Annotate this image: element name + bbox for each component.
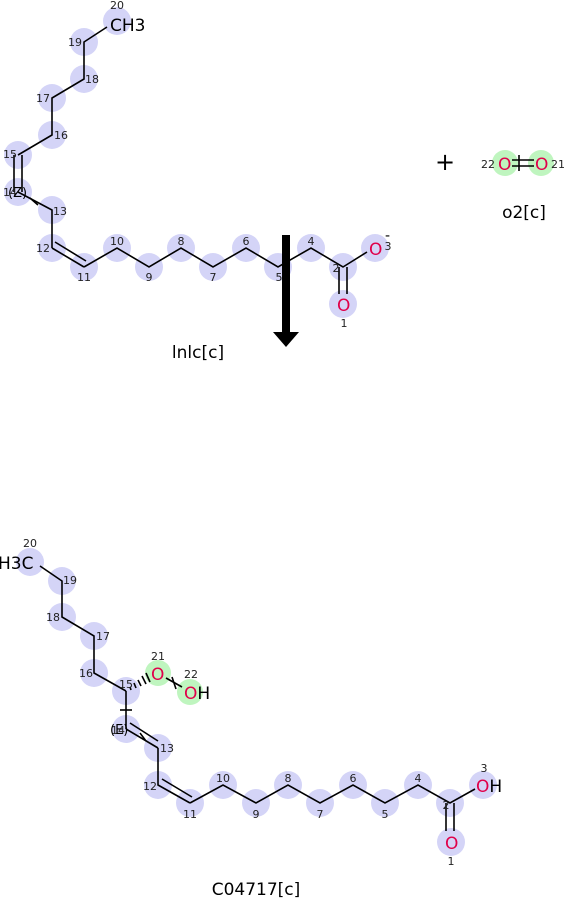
- atom-number: 6: [243, 235, 250, 248]
- atom-number: 17: [96, 630, 110, 643]
- atom-number: 20: [110, 0, 124, 12]
- atom-number: 10: [216, 772, 230, 785]
- atom-number: 3: [385, 240, 392, 253]
- atom-number: 18: [46, 611, 60, 624]
- atom-number: 5: [382, 808, 389, 821]
- atom-number: 1: [341, 317, 348, 330]
- oxygen-atom-label: O: [535, 155, 548, 175]
- atom-number: 6: [350, 772, 357, 785]
- atom-number: 11: [183, 808, 197, 821]
- atom-number: 17: [36, 92, 50, 105]
- atom-highlights: [4, 7, 389, 318]
- atom-number: 3: [481, 762, 488, 775]
- molecule-name: C04717[c]: [212, 880, 301, 899]
- atom-number: 2: [443, 799, 450, 812]
- atom-number: 12: [143, 780, 157, 793]
- atom-number: 7: [210, 271, 217, 284]
- atom-number: 9: [253, 808, 260, 821]
- atom-numbers: 20 19 18 17 16 15 21 22 14 13 12 11 10 9…: [23, 537, 488, 868]
- atom-number: 12: [36, 242, 50, 255]
- atom-number: 5: [276, 271, 283, 284]
- product-c04717: 20 19 18 17 16 15 21 22 14 13 12 11 10 9…: [0, 537, 502, 899]
- atom-number: 15: [119, 678, 133, 691]
- atom-number: 21: [151, 650, 165, 663]
- oxygen-atom-label: O: [369, 240, 382, 260]
- oxygen-atom-label: O: [151, 665, 164, 685]
- stereo-descriptor: (E): [110, 723, 128, 738]
- atom-number: 22: [481, 158, 495, 171]
- bonds: [13, 26, 368, 294]
- reactant-o2: O O 22 21 o2[c]: [481, 150, 565, 223]
- molecule-name: lnlc[c]: [172, 343, 224, 363]
- atom-number: 21: [551, 158, 565, 171]
- stereo-descriptor: (Z): [8, 186, 27, 201]
- negative-charge: -: [385, 228, 390, 244]
- atom-number: 18: [85, 73, 99, 86]
- reaction-arrow: [273, 235, 299, 347]
- plus-sign: +: [435, 148, 455, 176]
- atom-number: 8: [178, 235, 185, 248]
- bonds: [39, 565, 476, 831]
- atom-number: 13: [160, 742, 174, 755]
- atom-number: 1: [448, 855, 455, 868]
- atom-number: 19: [68, 36, 82, 49]
- methyl-group-label: H3C: [0, 554, 33, 574]
- oxygen-atom-label: O: [337, 296, 350, 316]
- atom-number: 4: [308, 235, 315, 248]
- atom-number: 2: [333, 262, 340, 275]
- atom-number: 20: [23, 537, 37, 550]
- atom-number: 22: [184, 668, 198, 681]
- hydroxyl-group-label: OH: [184, 684, 210, 704]
- atom-number: 13: [53, 205, 67, 218]
- atom-number: 14: [3, 186, 17, 199]
- molecule-name: o2[c]: [502, 203, 546, 223]
- hashed-wedge-bond: [129, 672, 151, 691]
- atom-number: 14: [111, 724, 125, 737]
- oxygen-atom-label: O: [445, 834, 458, 854]
- atom-number: 11: [77, 271, 91, 284]
- atom-number: 9: [146, 271, 153, 284]
- atom-number: 7: [317, 808, 324, 821]
- atom-number: 4: [415, 772, 422, 785]
- atom-numbers: 20 19 18 17 16 15 14 13 12 11 10 9 8 7 6…: [3, 0, 392, 330]
- atom-number: 10: [110, 235, 124, 248]
- atom-number: 16: [54, 129, 68, 142]
- atom-number: 16: [79, 667, 93, 680]
- methyl-group-label: CH3: [110, 16, 145, 36]
- reactant-lnlc: 20 19 18 17 16 15 14 13 12 11 10 9 8 7 6…: [3, 0, 392, 363]
- oxygen-atom-label: O: [498, 155, 511, 175]
- atom-number: 8: [285, 772, 292, 785]
- atom-number: 19: [63, 574, 77, 587]
- hydroxyl-group-label: OH: [476, 777, 502, 797]
- atom-number: 15: [3, 148, 17, 161]
